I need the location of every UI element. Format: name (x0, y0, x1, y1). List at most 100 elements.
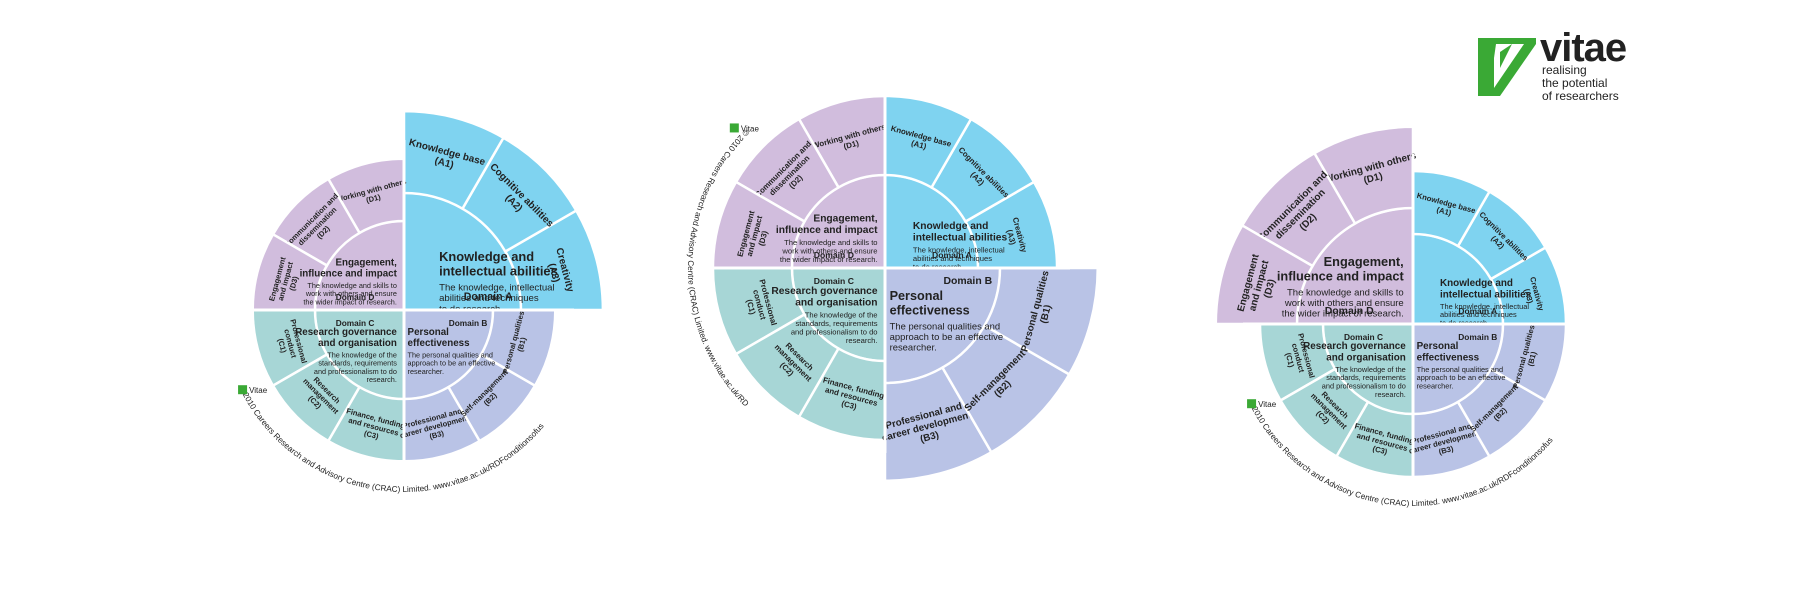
domain-title: Engagement,influence and impact (1277, 254, 1405, 283)
domain-title-line: Research governance (1303, 341, 1406, 352)
domain-title-line: Research governance (295, 327, 397, 338)
subdomain-label-line: (B1) (1526, 350, 1539, 367)
subdomain-label-line: (C3) (363, 429, 380, 442)
domain-description-line: The knowledge and skills to (784, 238, 877, 247)
domain-title-line: Engagement, (813, 214, 877, 225)
domain-description-line: the wider impact of research. (1282, 309, 1404, 320)
subdomain-label-line: (D3) (757, 229, 770, 247)
domain-description-line: The personal qualities and (1417, 365, 1504, 374)
subdomain-label-line: (D1) (1363, 171, 1384, 187)
domain-description-line: work with others and ensure (305, 289, 397, 298)
domain-b-quadrant: Professional andcareer development(B3)Se… (399, 308, 557, 463)
subdomain-label-line: (A3) (1522, 288, 1535, 305)
domain-title-line: Engagement, (335, 258, 397, 269)
domain-description-line: The knowledge, intellectual (913, 245, 1005, 254)
domain-title-line: and organisation (795, 297, 877, 308)
domain-description-line: The knowledge of the (805, 311, 878, 320)
domain-c-quadrant: Professionalconduct(C1)Researchmanagemen… (711, 266, 887, 442)
logo-tagline: realising the potential of researchers (1542, 64, 1619, 103)
domain-title-line: effectiveness (408, 338, 471, 349)
wheel-domain-a-expanded: Creativity(A3)Cognitive abilities(A2)Kno… (0, 0, 605, 494)
small-vitae-text: Vitae (741, 124, 760, 133)
domain-title-line: influence and impact (776, 225, 878, 236)
domain-description-line: abilities and techniques (439, 293, 539, 304)
domain-title-line: Knowledge and (439, 249, 534, 264)
small-vitae-logo: Vitae (729, 123, 760, 133)
subdomain-label-line: (B3) (1438, 444, 1455, 457)
subdomain-segment (982, 266, 1100, 377)
logo-tagline-line-2: the potential (1542, 76, 1608, 90)
small-vitae-mark-icon (729, 123, 739, 133)
domain-description-line: research. (367, 375, 397, 384)
domain-d-label: Domain D (336, 292, 375, 302)
domain-description-line: The knowledge of the (327, 350, 397, 359)
small-vitae-text: Vitae (1258, 400, 1277, 409)
domain-title-line: intellectual abilities (1440, 289, 1532, 300)
domain-description-line: The personal qualities and (890, 320, 1001, 331)
vitae-logo-mark-icon (1478, 38, 1536, 96)
domain-title-line: and organisation (1326, 352, 1406, 363)
subdomain-label-line: (C3) (1372, 444, 1389, 457)
domain-d-quadrant: Working with others(D1)Communication and… (251, 157, 407, 312)
domain-description-line: The personal qualities and (408, 350, 493, 359)
domain-title-line: Personal (1417, 341, 1459, 352)
subdomain-label-line: (C1) (1284, 352, 1297, 369)
subdomain-label: Professionalconduct(C1) (272, 318, 309, 368)
domain-d-label: Domain D (1325, 305, 1374, 317)
domain-title-line: influence and impact (300, 268, 398, 279)
domain-title: Engagement,influence and impact (300, 258, 398, 280)
domain-title-line: Personal (408, 327, 450, 338)
domain-d-label: Domain D (814, 250, 854, 260)
subdomain-label-line: (A1) (910, 139, 928, 152)
domain-a-label: Domain A (1458, 306, 1497, 316)
domain-description-line: and professionalism to do (1322, 382, 1406, 391)
domain-description-line: abilities and techniques (913, 254, 992, 263)
subdomain-label-line: (A1) (1436, 205, 1453, 218)
domain-a-quadrant: Creativity(A3)Cognitive abilities(A2)Kno… (1411, 169, 1568, 328)
domain-description-line: the wider impact of research. (780, 255, 878, 264)
domain-a-label: Domain A (932, 250, 972, 260)
subdomain-label-line: (D1) (365, 192, 382, 205)
domain-description-line: approach to be an effective (890, 331, 1004, 342)
domain-title-line: effectiveness (1417, 352, 1480, 363)
domain-a-quadrant: Creativity(A3)Cognitive abilities(A2)Kno… (883, 94, 1059, 272)
domain-description-line: standards, requirements (1326, 373, 1406, 382)
domain-title-line: Engagement, (1324, 254, 1404, 269)
domain-a-label: Domain A (464, 291, 513, 303)
subdomain-label-line: (B1) (1038, 304, 1054, 325)
domain-d-quadrant: Working with others(D1)Communication and… (1214, 125, 1418, 326)
vitae-logo: vitae realising the potential of researc… (1478, 28, 1638, 103)
logo-tagline-line-3: of researchers (1542, 89, 1619, 103)
domain-b-label: Domain B (449, 318, 488, 328)
subdomain-label-line: (A3) (1005, 229, 1018, 247)
domain-description-line: approach to be an effective (1417, 373, 1506, 382)
domain-description-line: approach to be an effective (408, 359, 496, 368)
domain-b-label: Domain B (943, 276, 992, 287)
domain-title-line: Personal (890, 289, 943, 303)
subdomain-label-line: (C1) (276, 337, 289, 354)
domain-description-line: researcher. (1417, 382, 1454, 391)
domain-description-line: the wider impact of research. (303, 297, 396, 306)
domain-a-quadrant: Creativity(A3)Cognitive abilities(A2)Kno… (402, 109, 605, 315)
domain-title-line: effectiveness (890, 303, 970, 317)
domain-title-line: and organisation (318, 338, 397, 349)
logo-tagline-line-1: realising (1542, 63, 1587, 77)
domain-description-line: work with others and ensure (1284, 298, 1404, 309)
domain-description-line: The knowledge, intellectual (439, 282, 555, 293)
domain-c-label: Domain C (336, 318, 375, 328)
